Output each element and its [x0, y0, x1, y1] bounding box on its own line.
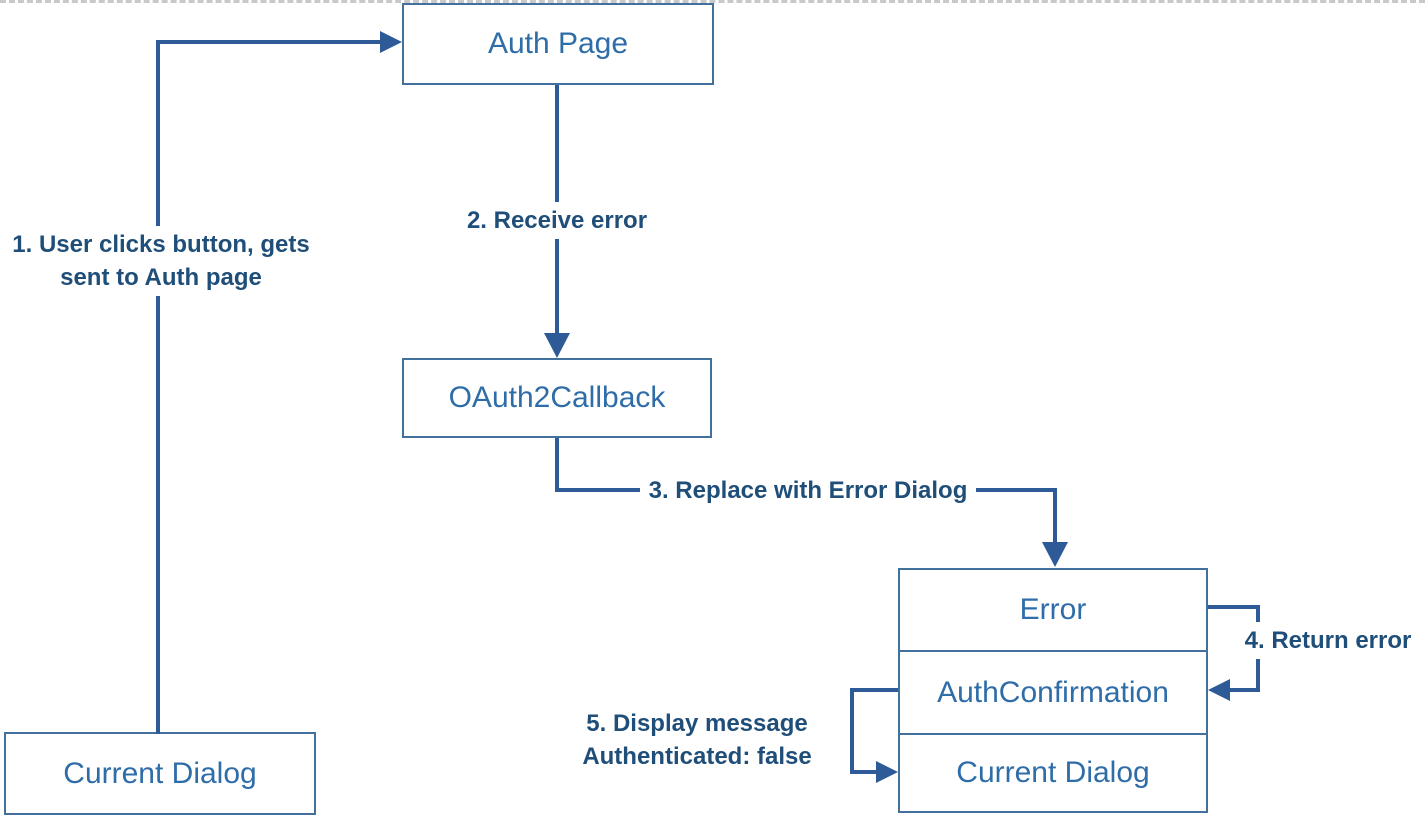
stack-cell-auth-confirmation-label: AuthConfirmation	[937, 675, 1169, 709]
connector-step4-horizontal-bottom	[1230, 688, 1260, 692]
connector-step4-horizontal-top	[1208, 605, 1260, 609]
annotation-step1-line2: sent to Auth page	[60, 264, 262, 291]
node-oauth2-callback: OAuth2Callback	[402, 358, 712, 438]
node-oauth2-callback-label: OAuth2Callback	[448, 381, 666, 414]
stack-cell-error-label: Error	[1019, 593, 1087, 626]
stack-cell-error: Error	[900, 570, 1206, 650]
connector-step5-horizontal-top	[850, 688, 898, 692]
annotation-step5-line2: Authenticated: false	[582, 743, 812, 770]
annotation-step4: 4. Return error	[1234, 622, 1422, 659]
annotation-step5-line1: 5. Display message	[586, 710, 808, 737]
arrowhead-step2-icon	[544, 333, 570, 358]
connector-step5-horizontal-bottom	[850, 770, 876, 774]
arrowhead-step4-icon	[1208, 679, 1230, 701]
annotation-step5: 5. Display message Authenticated: false	[557, 705, 837, 775]
top-edge-artifact	[0, 0, 1425, 3]
stack-cell-auth-confirmation: AuthConfirmation	[900, 650, 1206, 733]
annotation-step3: 3. Replace with Error Dialog	[640, 472, 976, 509]
annotation-step1-line1: 1. User clicks button, gets	[12, 231, 310, 258]
arrowhead-step1-icon	[380, 31, 402, 53]
arrowhead-step3-icon	[1042, 542, 1068, 567]
node-auth-page-label: Auth Page	[487, 27, 629, 60]
stack-cell-current-dialog-label: Current Dialog	[956, 756, 1150, 789]
node-auth-page: Auth Page	[402, 3, 714, 85]
node-current-dialog-label: Current Dialog	[63, 756, 257, 790]
stack-cell-current-dialog: Current Dialog	[900, 733, 1206, 811]
connector-step3-vertical-1	[555, 438, 559, 492]
annotation-step1: 1. User clicks button, gets sent to Auth…	[0, 226, 322, 296]
node-current-dialog: Current Dialog	[4, 732, 316, 815]
connector-step5-vertical	[850, 688, 854, 774]
connector-step1-vertical	[156, 40, 160, 734]
connector-step3-vertical-2	[1053, 488, 1057, 544]
annotation-step2: 2. Receive error	[452, 202, 662, 239]
connector-step1-horizontal	[156, 40, 380, 44]
arrowhead-step5-icon	[876, 761, 898, 783]
node-dialog-stack: Error AuthConfirmation Current Dialog	[898, 568, 1208, 813]
